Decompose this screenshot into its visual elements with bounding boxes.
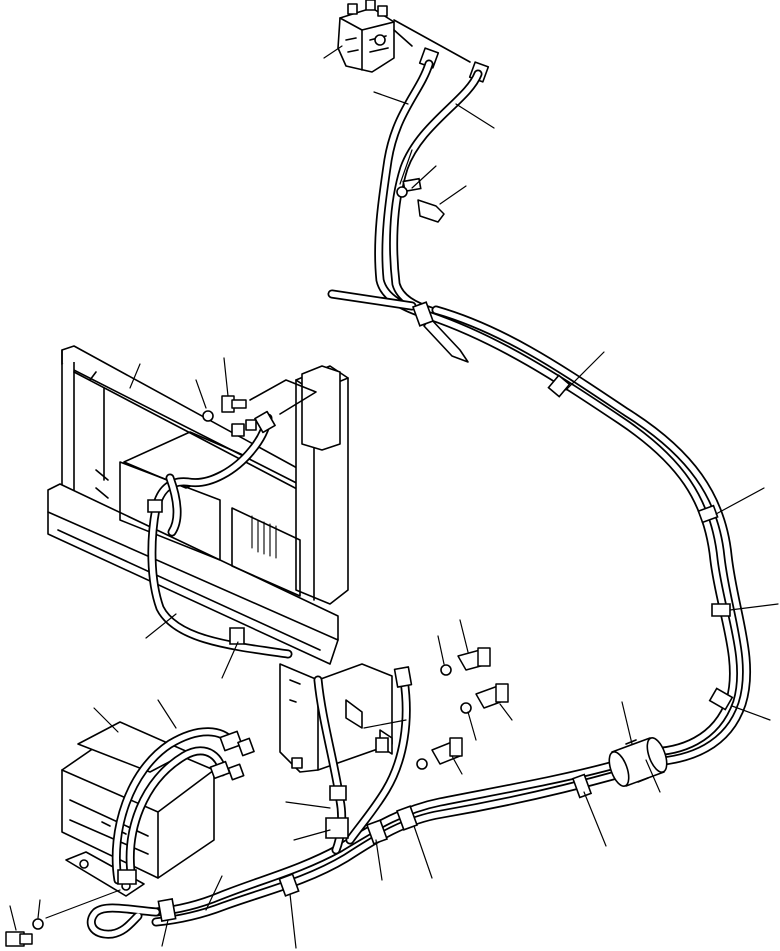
inline-filter (605, 735, 670, 788)
hose-clamps (118, 179, 732, 921)
bolts-and-washers (6, 187, 508, 946)
top-valve-assembly (338, 0, 488, 82)
radiator-grille (48, 346, 348, 664)
hose-assembly (91, 64, 746, 934)
hose-fittings (210, 412, 411, 780)
callout-leaders (10, 46, 778, 948)
